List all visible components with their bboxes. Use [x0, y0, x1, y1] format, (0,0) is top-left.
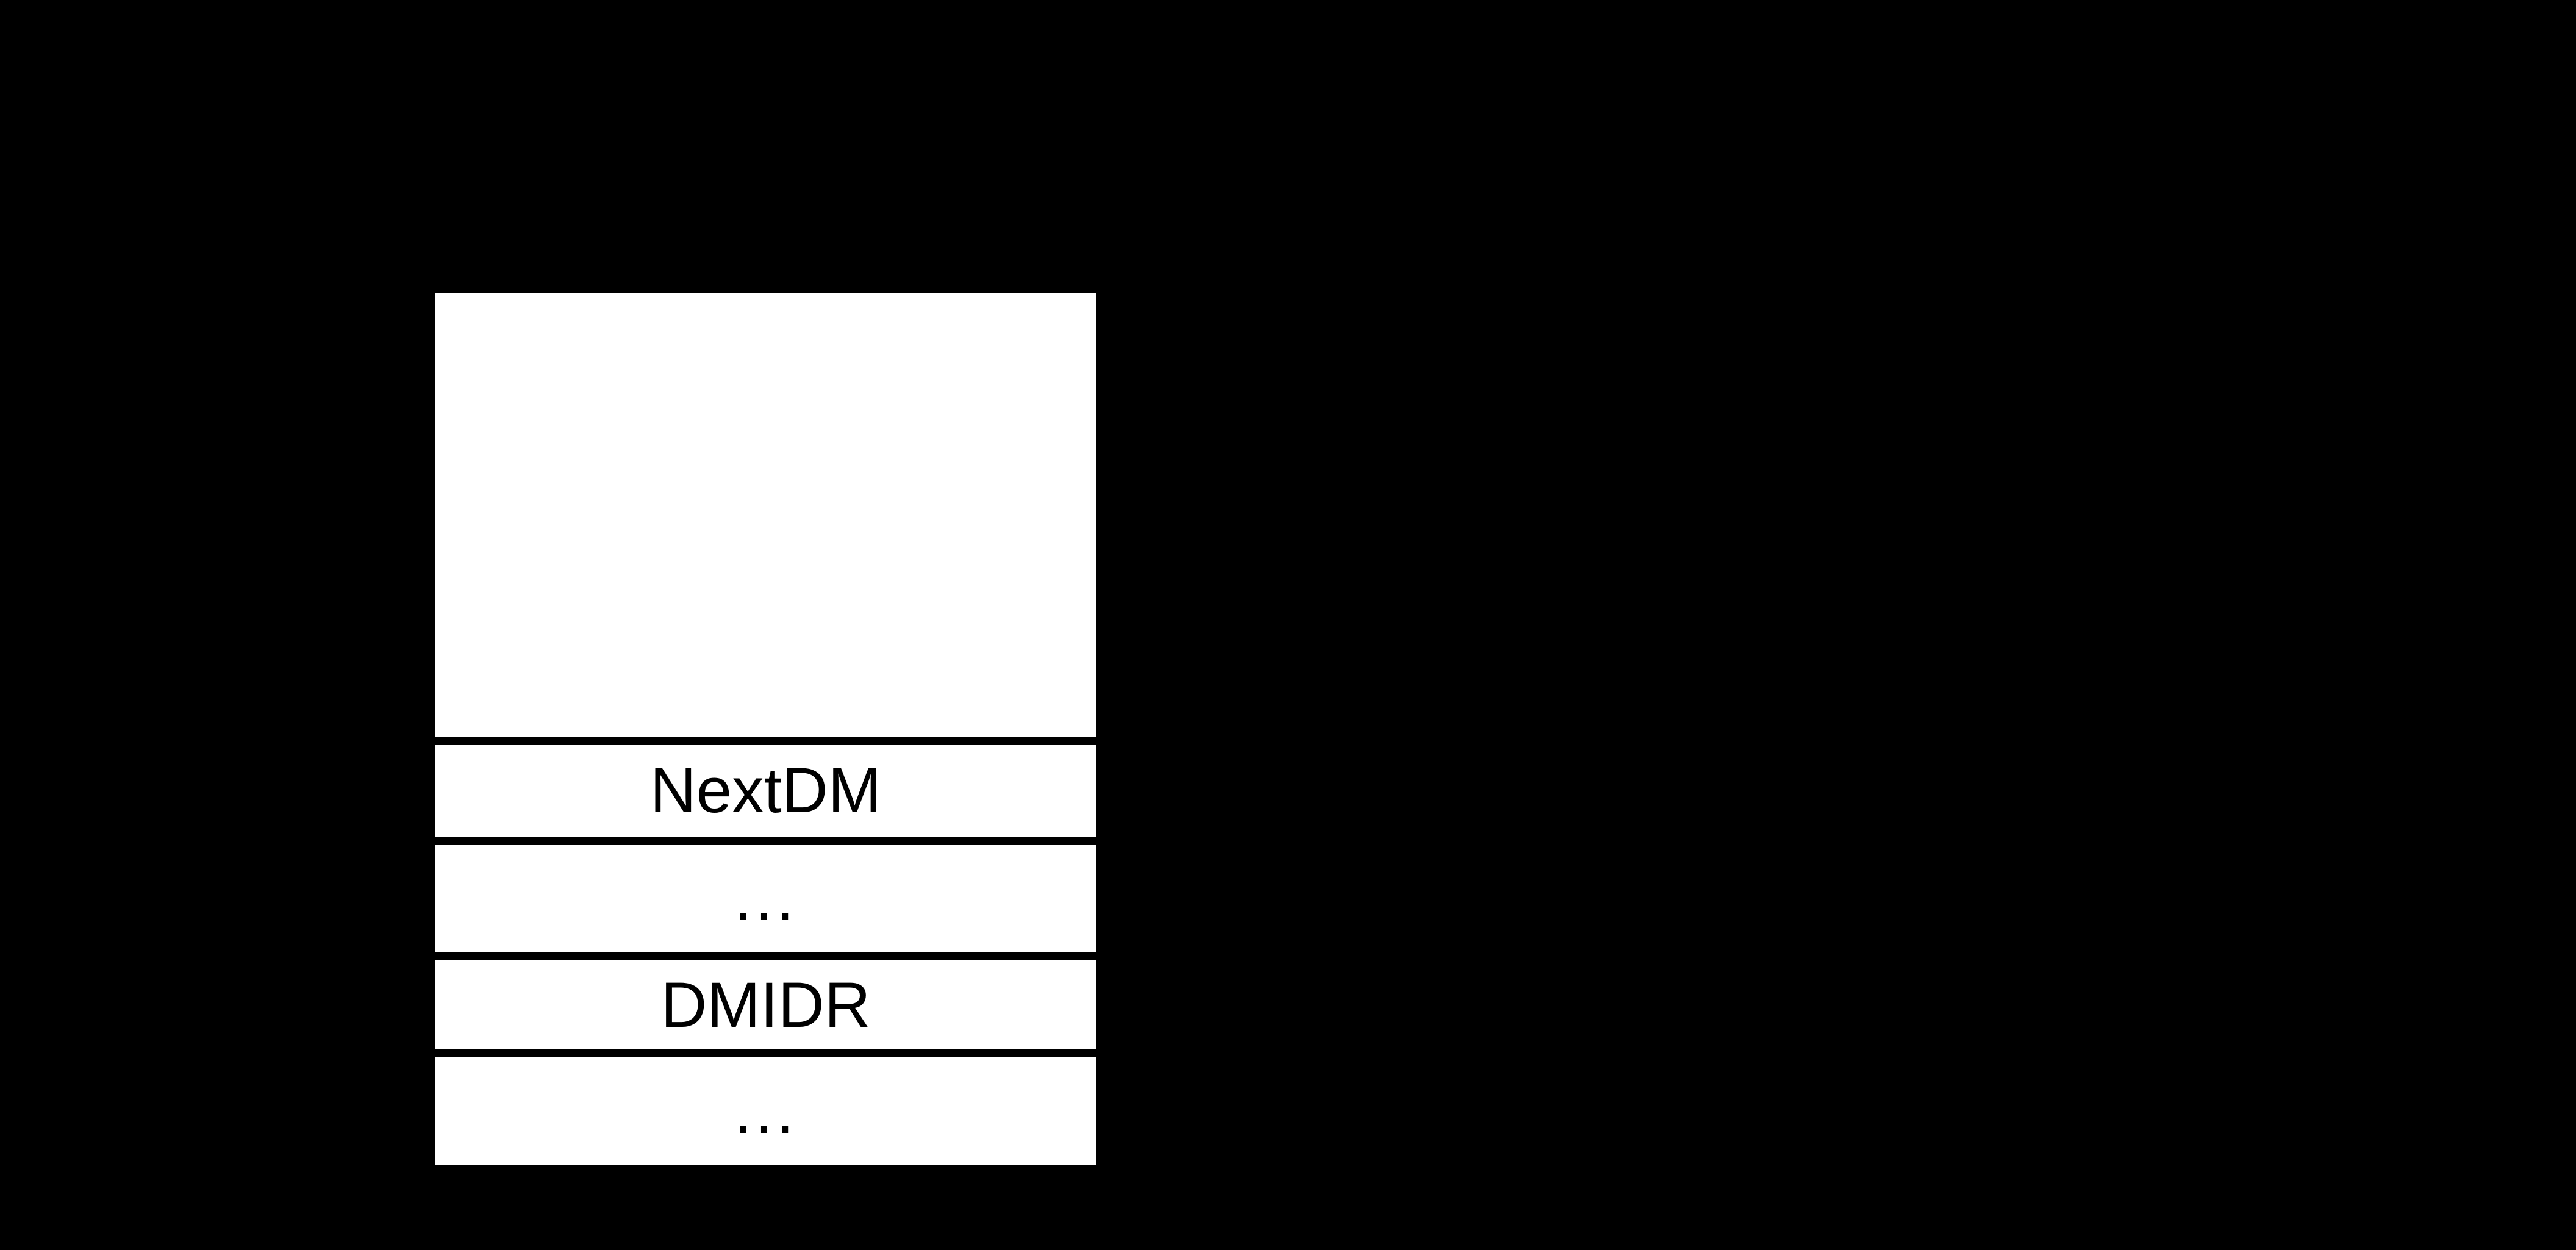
memory-cell-label: NextDM [649, 755, 882, 826]
memory-cell-ellipsis-lower: ... [435, 1057, 1096, 1165]
memory-cell-ellipsis-upper: ... [435, 845, 1096, 952]
memory-cell-label: DMIDR [660, 969, 871, 1041]
memory-cell-top-region [435, 293, 1096, 737]
memory-layout-box: NextDM ... DMIDR ... [435, 293, 1096, 1165]
memory-cell-nextdm: NextDM [435, 745, 1096, 837]
ellipsis-label: ... [734, 1075, 797, 1147]
ellipsis-label: ... [734, 863, 797, 934]
memory-cell-dmidr: DMIDR [435, 960, 1096, 1049]
